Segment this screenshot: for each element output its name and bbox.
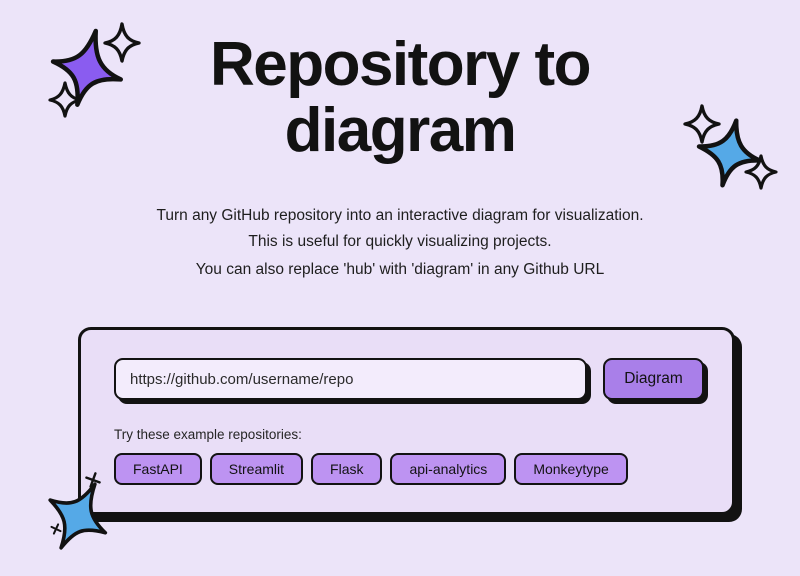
intro-line1: Turn any GitHub repository into an inter… bbox=[156, 207, 644, 224]
intro-hint: You can also replace 'hub' with 'diagram… bbox=[195, 261, 605, 278]
small-sparkle-icon bbox=[48, 81, 82, 118]
example-repo-button[interactable]: Monkeytype bbox=[514, 453, 628, 485]
repo-url-input[interactable] bbox=[114, 358, 587, 400]
example-repo-button[interactable]: Streamlit bbox=[209, 453, 304, 485]
blue-star-icon bbox=[48, 472, 108, 550]
small-sparkle-icon bbox=[744, 154, 778, 190]
diagram-submit-button[interactable]: Diagram bbox=[603, 358, 704, 400]
example-repo-button[interactable]: api-analytics bbox=[390, 453, 507, 485]
purple-sparkle-icon bbox=[48, 22, 141, 118]
example-repo-button[interactable]: Flask bbox=[311, 453, 383, 485]
examples-label: Try these example repositories: bbox=[114, 427, 302, 442]
plus-sparkle-icon bbox=[85, 472, 101, 488]
page-title-line1: Repository to bbox=[209, 30, 592, 99]
intro-line2: This is useful for quickly visualizing p… bbox=[248, 233, 552, 250]
example-repo-button[interactable]: FastAPI bbox=[114, 453, 202, 485]
small-sparkle-icon bbox=[103, 22, 141, 63]
intro-text: Turn any GitHub repository into an inter… bbox=[0, 203, 800, 255]
blue-sparkle-icon bbox=[683, 104, 778, 190]
small-sparkle-icon bbox=[683, 104, 721, 144]
plus-sparkle-icon bbox=[50, 523, 62, 535]
repo-form-card: Diagram Try these example repositories: … bbox=[78, 327, 735, 515]
page-title-line2: diagram bbox=[284, 96, 517, 165]
page-title: Repository to diagram bbox=[0, 34, 800, 162]
repo-form-row: Diagram bbox=[114, 358, 710, 400]
